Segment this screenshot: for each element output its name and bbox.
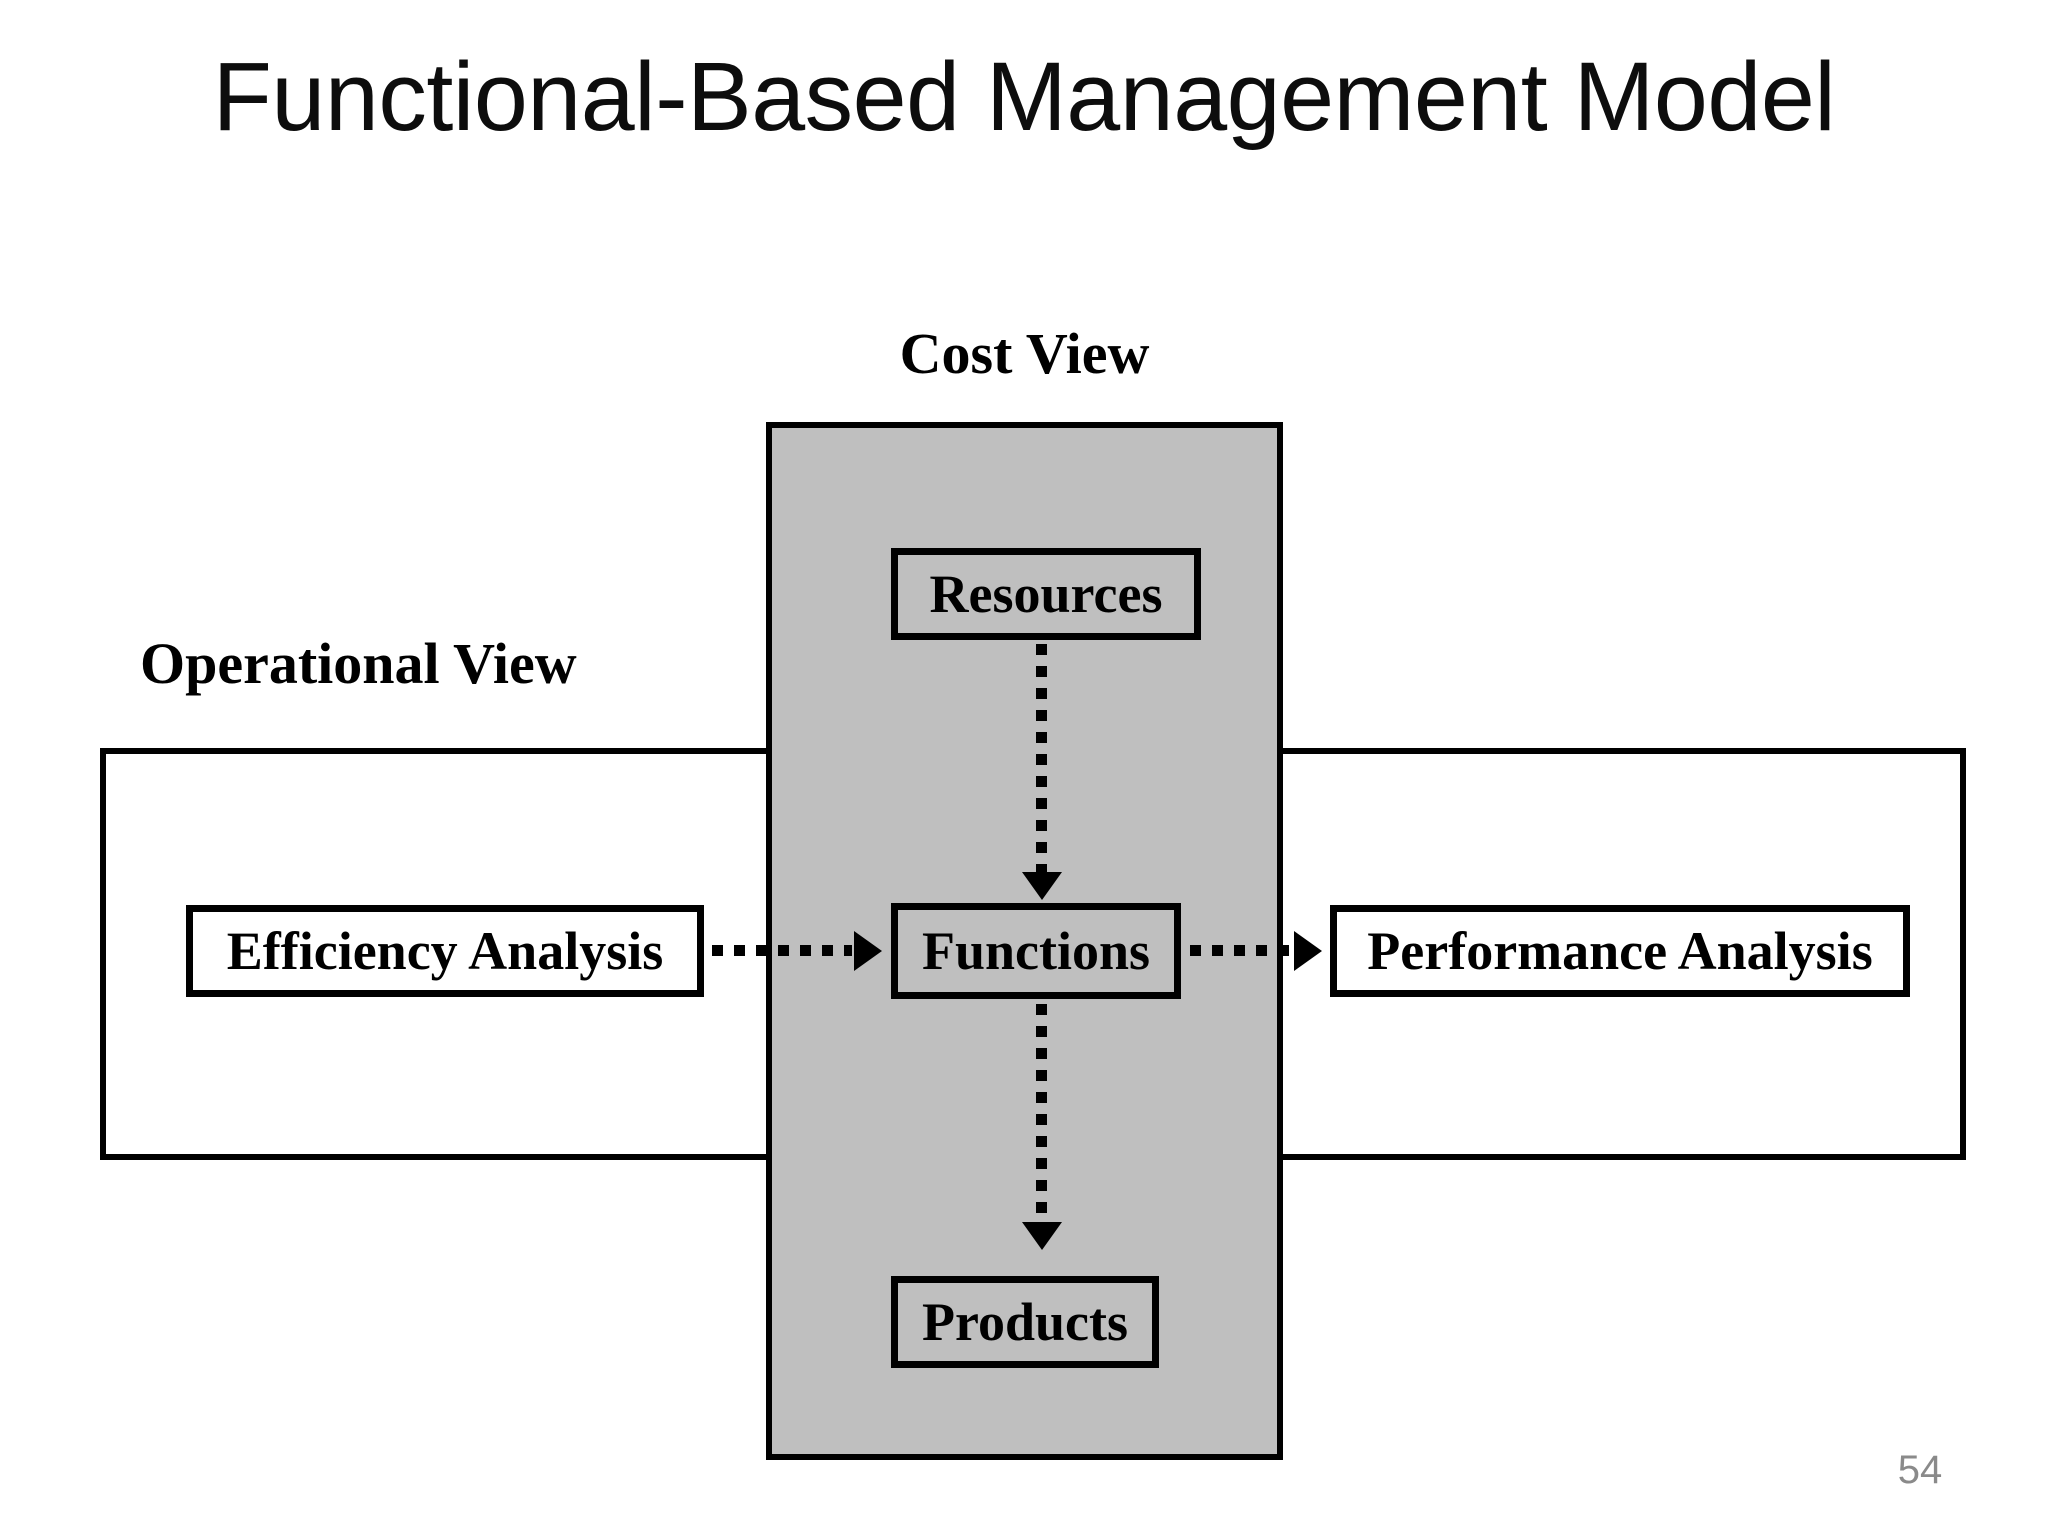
cost-view-label: Cost View bbox=[899, 321, 1150, 386]
arrowhead-down-icon bbox=[1022, 872, 1062, 900]
node-box-efficiency-analysis: Efficiency Analysis bbox=[186, 905, 704, 997]
arrowhead-right-icon bbox=[854, 931, 882, 971]
dotted-line-segment bbox=[712, 945, 852, 956]
node-box-products: Products bbox=[891, 1276, 1159, 1368]
page-title: Functional-Based Management Model bbox=[212, 42, 1836, 151]
arrowhead-right-icon bbox=[1294, 931, 1322, 971]
page-number: 54 bbox=[1897, 1448, 1943, 1492]
dotted-line-segment bbox=[1036, 644, 1047, 872]
dotted-line-segment bbox=[1190, 945, 1294, 956]
operational-view-label: Operational View bbox=[140, 631, 577, 696]
arrowhead-down-icon bbox=[1022, 1222, 1062, 1250]
dotted-line-segment bbox=[1036, 1004, 1047, 1222]
node-box-performance-analysis: Performance Analysis bbox=[1330, 905, 1910, 997]
node-box-resources: Resources bbox=[891, 548, 1201, 640]
node-box-functions: Functions bbox=[891, 903, 1181, 999]
